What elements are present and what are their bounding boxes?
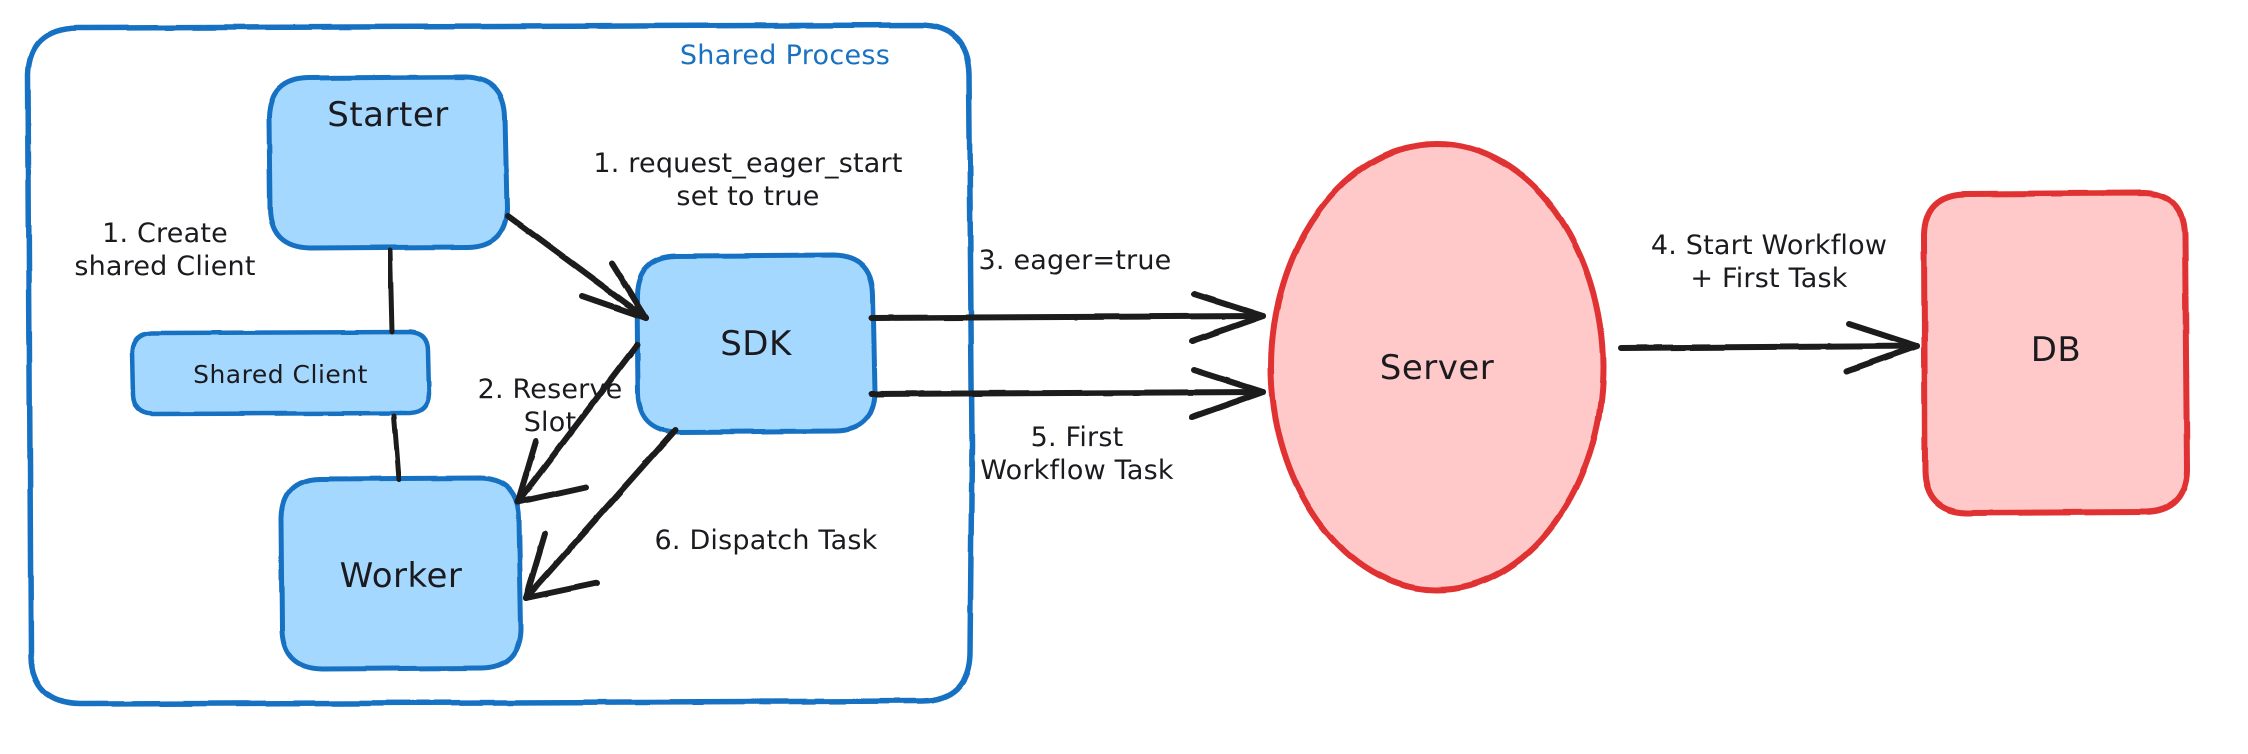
edge-1-request-eager-start[interactable]	[505, 213, 649, 321]
node-server[interactable]	[1271, 144, 1603, 590]
edge-2-reserve-slot[interactable]	[515, 342, 640, 505]
edge-create-shared-client-line[interactable]	[387, 247, 402, 482]
node-starter[interactable]	[269, 77, 507, 248]
node-shared-client-shape[interactable]	[129, 329, 432, 417]
node-db[interactable]	[1924, 193, 2187, 513]
node-db-shape[interactable]	[1921, 190, 2190, 516]
edge-6-dispatch-task[interactable]	[523, 427, 678, 601]
node-worker[interactable]	[281, 478, 521, 669]
node-shared-client[interactable]	[132, 332, 429, 414]
node-sdk[interactable]	[637, 255, 875, 432]
edge-3-eager-true[interactable]	[869, 291, 1266, 344]
node-worker-shape[interactable]	[278, 475, 524, 672]
node-sdk-shape[interactable]	[634, 252, 878, 435]
edge-5-first-workflow-task[interactable]	[869, 367, 1266, 420]
node-starter-shape[interactable]	[266, 74, 510, 251]
edge-4-start-workflow-first-task[interactable]	[1618, 321, 1920, 374]
node-server-shape[interactable]	[1267, 140, 1607, 594]
group-shared-process	[25, 22, 975, 707]
